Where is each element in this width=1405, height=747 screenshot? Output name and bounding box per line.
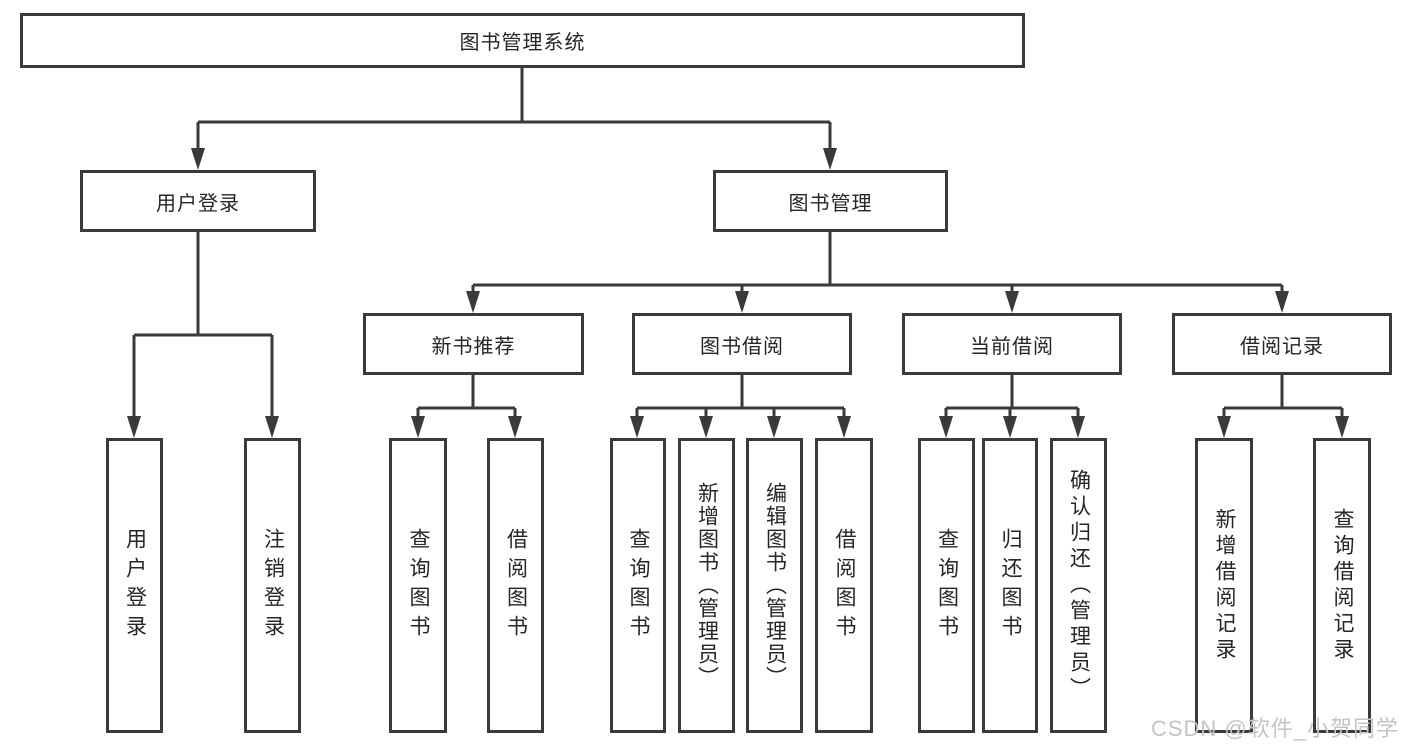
node-root-label: 图书管理系统	[459, 32, 586, 54]
node-user-login-label: 用户登录	[156, 192, 240, 215]
node-bor-borrow-books: 借阅图书	[815, 438, 873, 733]
node-rec-query-books-label: 查询图书	[407, 527, 430, 644]
node-user-login: 用户登录	[80, 170, 316, 232]
node-leaf-logout: 注销登录	[244, 438, 301, 733]
node-bor-query-books-label: 查询图书	[627, 527, 650, 644]
node-bor-query-books: 查询图书	[610, 438, 666, 733]
node-rcd-query-record: 查询借阅记录	[1313, 438, 1371, 733]
node-borrowing-records: 借阅记录	[1172, 313, 1392, 375]
connector-user-login-children	[127, 232, 279, 438]
node-rec-borrow-books-label: 借阅图书	[504, 527, 528, 644]
node-book-borrowing: 图书借阅	[632, 313, 852, 375]
node-current-borrowing: 当前借阅	[902, 313, 1122, 375]
node-rec-borrow-books: 借阅图书	[487, 438, 544, 733]
node-rcd-add-record-label: 新增借阅记录	[1213, 507, 1236, 664]
node-bor-edit-books: 编辑图书（管理员）	[746, 438, 803, 733]
node-cur-query-books: 查询图书	[918, 438, 975, 733]
node-root: 图书管理系统	[20, 13, 1025, 68]
node-book-management: 图书管理	[713, 170, 948, 232]
connector-current-borrowing-children	[939, 375, 1085, 438]
node-leaf-user-login-label: 用户登录	[123, 527, 147, 644]
connector-recommendation-children	[411, 375, 522, 438]
node-new-book-recommendation: 新书推荐	[363, 313, 584, 375]
node-cur-return-books-label: 归还图书	[999, 527, 1022, 644]
node-leaf-logout-label: 注销登录	[261, 527, 285, 644]
connector-borrowing-children	[630, 375, 851, 438]
node-book-management-label: 图书管理	[788, 192, 873, 215]
node-bor-add-books-label: 新增图书（管理员）	[695, 482, 719, 689]
connector-records-children	[1217, 375, 1349, 438]
node-bor-add-books: 新增图书（管理员）	[678, 438, 735, 733]
node-book-borrowing-label: 图书借阅	[700, 335, 784, 358]
node-cur-query-books-label: 查询图书	[935, 527, 959, 644]
node-borrowing-records-label: 借阅记录	[1240, 335, 1324, 358]
node-rcd-query-record-label: 查询借阅记录	[1331, 507, 1354, 664]
node-rcd-add-record: 新增借阅记录	[1195, 438, 1253, 733]
node-bor-borrow-books-label: 借阅图书	[833, 527, 856, 644]
node-cur-return-books: 归还图书	[982, 438, 1038, 733]
connector-root-to-level2	[191, 68, 837, 170]
node-cur-confirm-return: 确认归还（管理员）	[1050, 438, 1107, 733]
connector-book-management-children	[466, 232, 1289, 313]
node-cur-confirm-return-label: 确认归还（管理员）	[1067, 468, 1091, 703]
node-current-borrowing-label: 当前借阅	[970, 335, 1054, 358]
node-leaf-user-login: 用户登录	[106, 438, 163, 733]
node-rec-query-books: 查询图书	[389, 438, 447, 733]
node-new-book-recommendation-label: 新书推荐	[431, 335, 516, 358]
node-bor-edit-books-label: 编辑图书（管理员）	[763, 482, 787, 689]
